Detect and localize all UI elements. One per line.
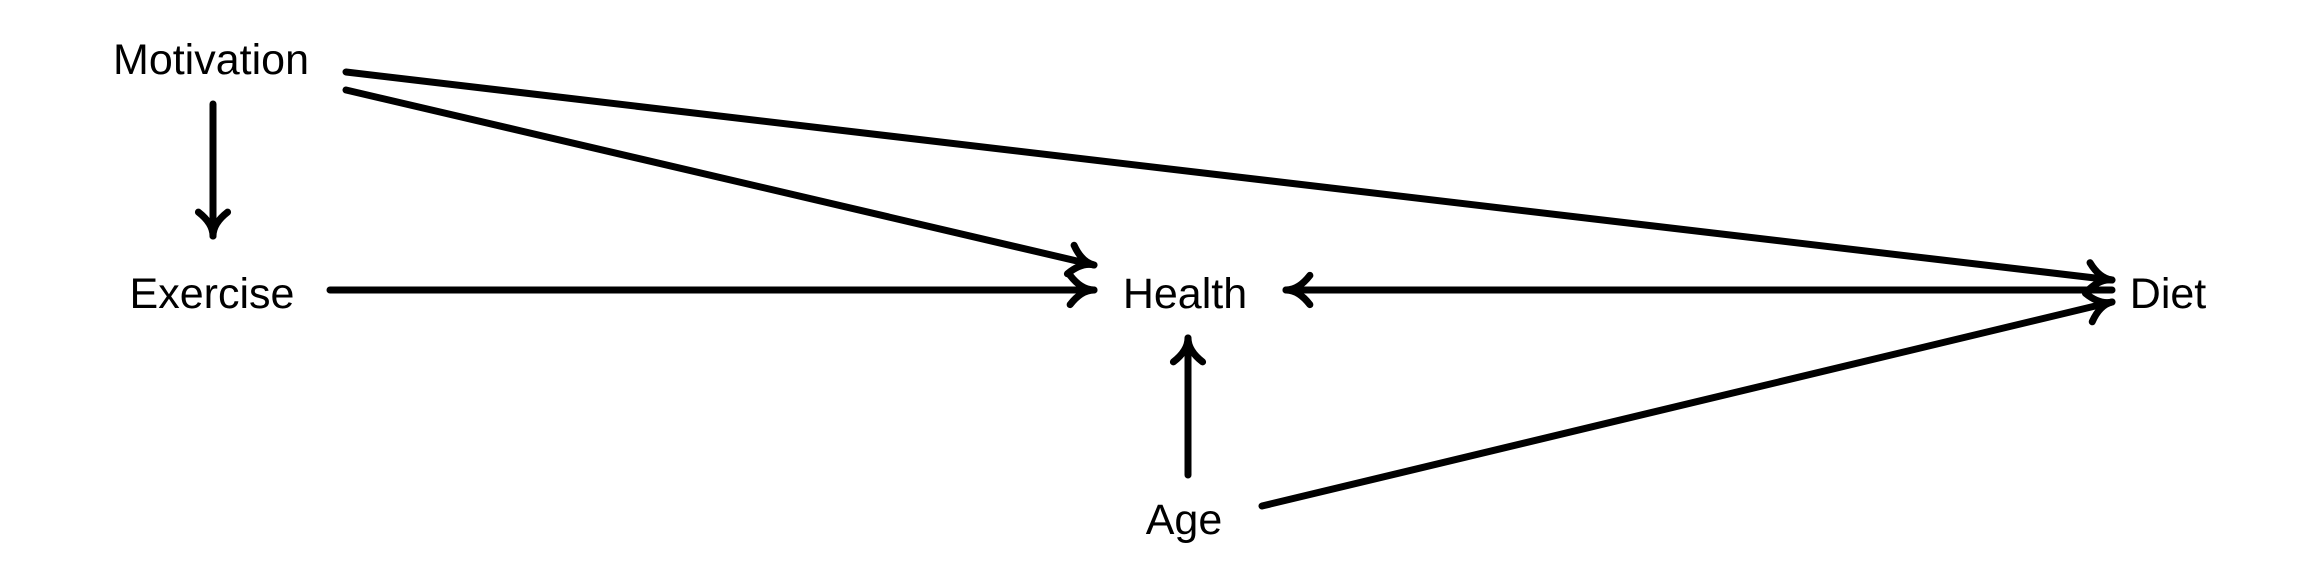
arrowhead-exercise-to-health [1066, 271, 1098, 309]
edges [194, 68, 2116, 510]
arrowhead-motivation-to-diet [2083, 259, 2116, 296]
nodes: Motivation Exercise Health Diet Age [113, 36, 2206, 544]
arrowhead-age-to-diet [2081, 289, 2116, 326]
arrowhead-motivation-to-exercise [194, 208, 232, 240]
node-motivation: Motivation [113, 36, 309, 84]
edge-motivation-to-diet [342, 68, 2116, 284]
edge-age-to-diet [1258, 298, 2116, 510]
arrowhead-age-to-health [1169, 334, 1207, 366]
arrowhead-diet-to-health [1282, 271, 1314, 309]
node-exercise: Exercise [130, 270, 295, 318]
node-health: Health [1123, 270, 1247, 318]
node-age: Age [1146, 496, 1223, 544]
node-diet: Diet [2130, 270, 2207, 318]
edge-motivation-to-health [342, 86, 1098, 269]
arrowhead-motivation-to-health [1063, 241, 1098, 278]
